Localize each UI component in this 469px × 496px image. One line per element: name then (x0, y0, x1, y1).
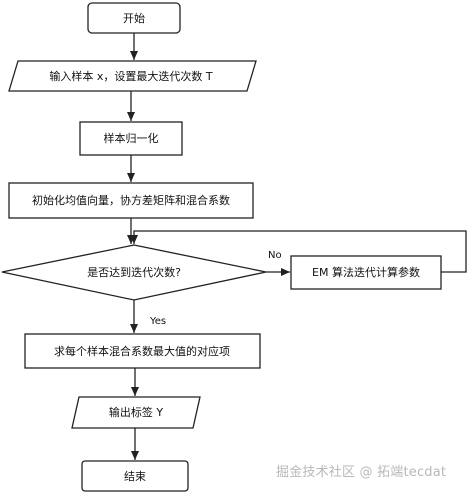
input-node: 输入样本 x，设置最大迭代次数 T (8, 60, 257, 92)
start-label: 开始 (123, 11, 145, 25)
compute-label: 求每个样本混合系数最大值的对应项 (54, 344, 230, 358)
normalize-label: 样本归一化 (104, 131, 159, 145)
decision-node: 是否达到迭代次数? (1, 244, 267, 301)
compute-node: 求每个样本混合系数最大值的对应项 (24, 333, 261, 369)
input-label: 输入样本 x，设置最大迭代次数 T (49, 69, 213, 83)
start-node: 开始 (87, 2, 181, 34)
end-node: 结束 (81, 460, 189, 492)
init-node: 初始化均值向量，协方差矩阵和混合系数 (8, 182, 254, 219)
decision-label: 是否达到迭代次数? (87, 265, 181, 279)
output-node: 输出标签 Y (71, 396, 201, 429)
normalize-node: 样本归一化 (79, 121, 183, 156)
edge-em-loop (130, 230, 467, 273)
em-label: EM 算法迭代计算参数 (312, 265, 420, 279)
output-label: 输出标签 Y (109, 405, 163, 419)
no-label: No (268, 250, 282, 261)
end-label: 结束 (124, 470, 146, 483)
init-label: 初始化均值向量，协方差矩阵和混合系数 (32, 193, 230, 207)
watermark: 掘金技术社区 @ 拓端tecdat (276, 465, 447, 480)
em-node: EM 算法迭代计算参数 (290, 255, 442, 290)
yes-label: Yes (149, 316, 166, 327)
